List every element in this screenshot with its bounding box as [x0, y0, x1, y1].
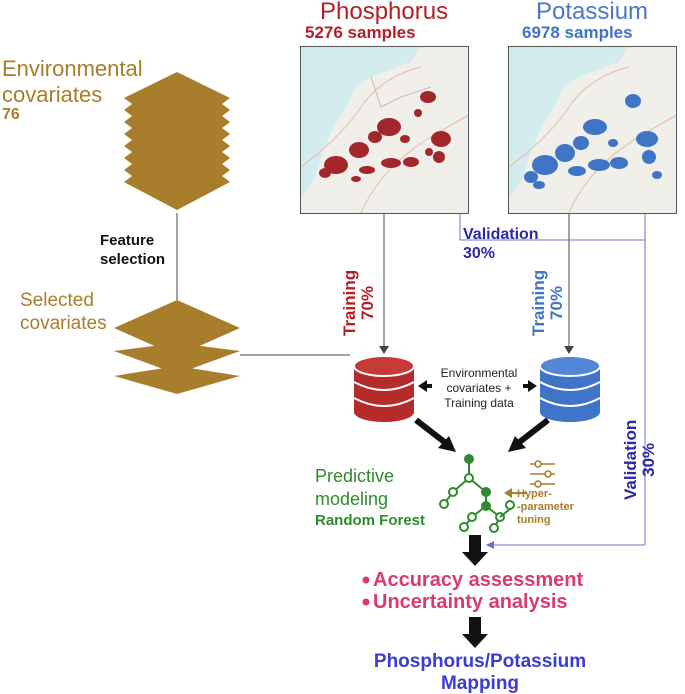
validation-lines [459, 210, 646, 546]
potassium-database-icon [539, 355, 601, 422]
potassium-samples: 6978 samples [522, 23, 633, 42]
accuracy-assessment: Accuracy assessment [373, 569, 584, 591]
db-text-2: covariates + [446, 381, 512, 395]
potassium-map [508, 46, 677, 214]
random-forest-label: Random Forest [315, 512, 426, 529]
modeling-label-1: Predictive [315, 466, 395, 486]
tuning-label-3: tuning [517, 514, 551, 526]
env-covariates-label-2: covariates [2, 82, 103, 107]
potassium-title: Potassium [536, 0, 649, 25]
output-label-2: Mapping [440, 673, 520, 694]
phosphorus-map [300, 46, 469, 214]
env-covariates-count: 76 [2, 106, 20, 123]
feature-selection-label-1: Feature [100, 232, 155, 249]
selected-covariates-label-2: covariates [20, 313, 107, 334]
double-arrow-icons [418, 380, 537, 392]
env-covariates-label-1: Environmental [2, 56, 143, 81]
random-forest-tree-icon [439, 454, 515, 533]
phosphorus-samples: 5276 samples [305, 23, 416, 42]
down-arrow-1 [462, 535, 488, 566]
modeling-label-2: modeling [315, 489, 389, 509]
phosphorus-title: Phosphorus [320, 0, 449, 25]
db-text-3: Training data [444, 396, 514, 410]
tuning-label-2: -parameter [517, 501, 574, 513]
selected-covariates-layers-icon [114, 300, 240, 394]
tuning-sliders-icon [530, 460, 555, 488]
selected-covariates-label-1: Selected [20, 290, 94, 311]
output-label-1: Phosphorus/Potassium [373, 651, 587, 672]
validation-top-pct: 30% [463, 245, 496, 262]
uncertainty-analysis: Uncertainty analysis [373, 591, 568, 613]
db-text-1: Environmental [440, 366, 518, 380]
validation-top-label: Validation [463, 226, 539, 243]
phosphorus-database-icon [353, 355, 415, 422]
tuning-label-1: Hyper- [517, 488, 552, 500]
down-arrow-2 [462, 617, 488, 648]
feature-selection-label-2: selection [100, 251, 166, 268]
converge-arrows [414, 417, 550, 447]
env-covariates-stack-icon [124, 72, 230, 210]
